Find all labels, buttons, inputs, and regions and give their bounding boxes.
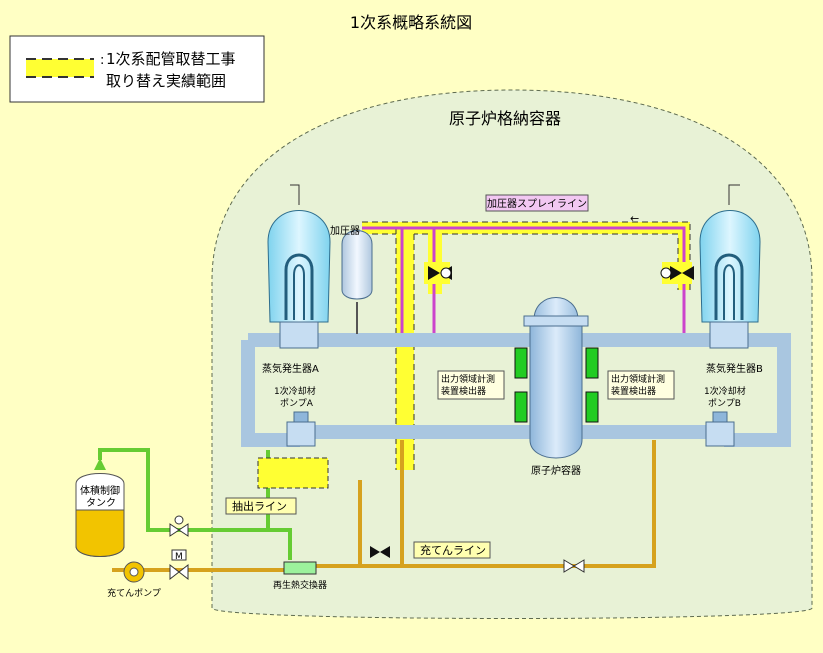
legend-text-2: 取り替え実績範囲 xyxy=(106,72,226,90)
volume-control-tank xyxy=(75,458,125,557)
detector-label-left-box: 出力領域計測 装置検出器 xyxy=(437,370,505,400)
containment-label: 原子炉格納容器 xyxy=(449,109,561,128)
motor-operated-valve: M xyxy=(169,549,189,581)
diagram-title: 1次系概略系統図 xyxy=(350,13,472,32)
charging-line-label: 充てんライン xyxy=(420,543,486,557)
vct-label-2: タンク xyxy=(86,497,116,509)
pressurizer-label: 加圧器 xyxy=(330,225,360,237)
letdown-valve xyxy=(169,515,189,537)
detector-left-lower xyxy=(514,391,528,423)
pressurizer xyxy=(341,230,373,334)
pump-b-label-1: 1次冷却材 xyxy=(704,385,746,397)
containment-vessel xyxy=(211,89,813,619)
charging-pump-label: 充てんポンプ xyxy=(107,587,161,599)
pump-b-label-2: ポンプB xyxy=(708,398,741,409)
spray-line-label: 加圧器スプレイライン xyxy=(487,198,587,210)
svg-text:M: M xyxy=(175,552,183,562)
pump-a-label-1: 1次冷却材 xyxy=(274,385,316,397)
legend-text-1: 1次系配管取替工事 xyxy=(106,50,236,68)
detector-left-upper xyxy=(514,347,528,379)
spray-valve-a xyxy=(424,262,452,284)
regen-heat-exchanger xyxy=(283,561,317,575)
detector-label-right-box: 出力領域計測 装置検出器 xyxy=(607,370,675,400)
svg-text::: : xyxy=(100,53,104,68)
svg-text:←: ← xyxy=(630,212,639,225)
charging-pump xyxy=(123,561,145,583)
sg-a-label: 蒸気発生器A xyxy=(262,362,319,375)
legend-swatch xyxy=(26,59,94,77)
svg-text:出力領域計測: 出力領域計測 xyxy=(611,373,665,385)
svg-text:装置検出器: 装置検出器 xyxy=(441,385,486,397)
pump-a-label-2: ポンプA xyxy=(280,398,314,409)
steam-generator-a xyxy=(267,184,331,349)
steam-generator-b xyxy=(699,184,761,349)
coolant-pump-b xyxy=(705,411,735,447)
spray-valve-b xyxy=(660,262,694,284)
reactor-vessel-label: 原子炉容器 xyxy=(531,464,581,477)
charging-valve xyxy=(370,546,390,558)
svg-text:出力領域計測: 出力領域計測 xyxy=(441,373,495,385)
svg-text:装置検出器: 装置検出器 xyxy=(611,385,656,397)
primary-coolant-loop xyxy=(241,333,791,447)
legend: : 1次系配管取替工事 取り替え実績範囲 xyxy=(9,35,265,103)
coolant-pump-a xyxy=(286,411,316,447)
letdown-line-label: 抽出ライン xyxy=(232,499,287,513)
regen-hx-label: 再生熱交換器 xyxy=(273,579,327,591)
detector-right-upper xyxy=(585,347,599,379)
charging-line-valve xyxy=(563,559,585,573)
sg-b-label: 蒸気発生器B xyxy=(706,362,763,375)
detector-right-lower xyxy=(585,391,599,423)
vct-label-1: 体積制御 xyxy=(80,484,120,497)
letdown-highlight xyxy=(257,457,329,489)
reactor-vessel xyxy=(523,297,589,459)
